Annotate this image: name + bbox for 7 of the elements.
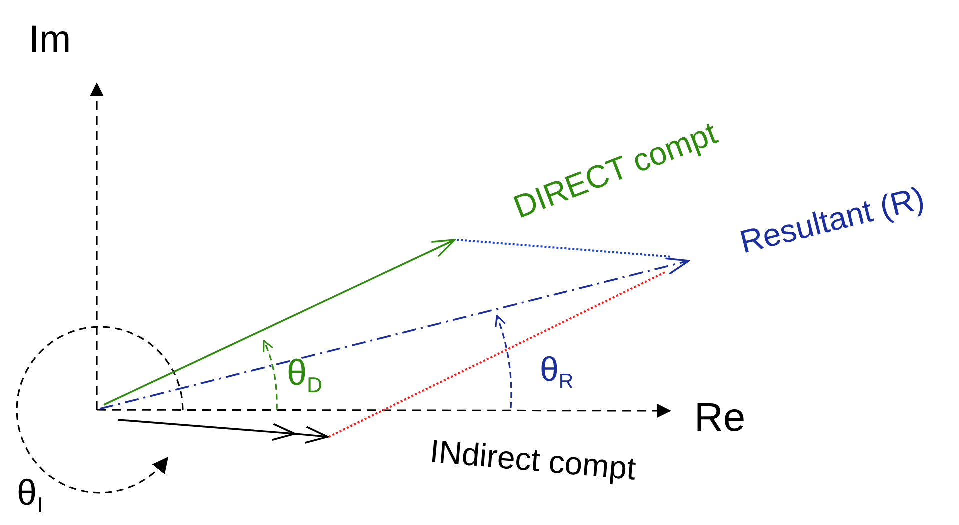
axis-label: Im [29, 21, 72, 59]
angle-label: θ$_{R}$ [540, 353, 574, 393]
angle-label: θ$_{D}$ [287, 354, 323, 396]
vector-label: Resultant (R) [736, 182, 928, 258]
angle-label: θ$_{I}$ [17, 474, 44, 516]
vector-label: INdirect compt [429, 435, 638, 485]
axis-label: Re [694, 398, 746, 438]
